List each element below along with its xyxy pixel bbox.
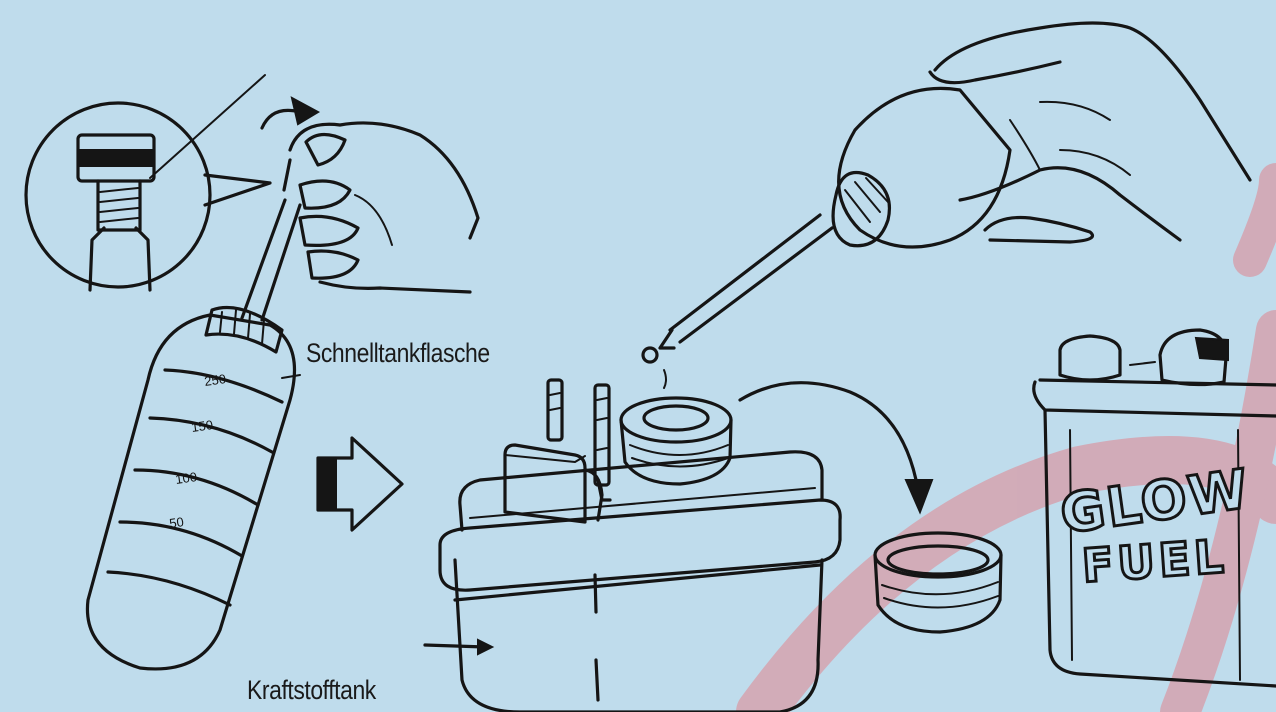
right-hand <box>930 23 1250 242</box>
left-hand <box>262 98 478 292</box>
tank-label: Kraftstofftank <box>247 675 376 706</box>
scale-50: 50 <box>168 514 184 531</box>
squeeze-bottle <box>643 88 1010 388</box>
magnifier-detail <box>26 75 270 290</box>
scale-250: 250 <box>203 371 227 389</box>
bottle-label: Schnelltankflasche <box>306 338 490 369</box>
refuel-bottle: 250 150 100 50 <box>87 200 300 669</box>
direction-arrow <box>318 438 402 530</box>
can-text-line2: FUEL <box>1080 529 1229 593</box>
scale-150: 150 <box>190 417 214 435</box>
watermark <box>760 180 1276 712</box>
can-text: GLOW FUEL <box>1060 470 1240 610</box>
scale-100: 100 <box>174 469 198 487</box>
